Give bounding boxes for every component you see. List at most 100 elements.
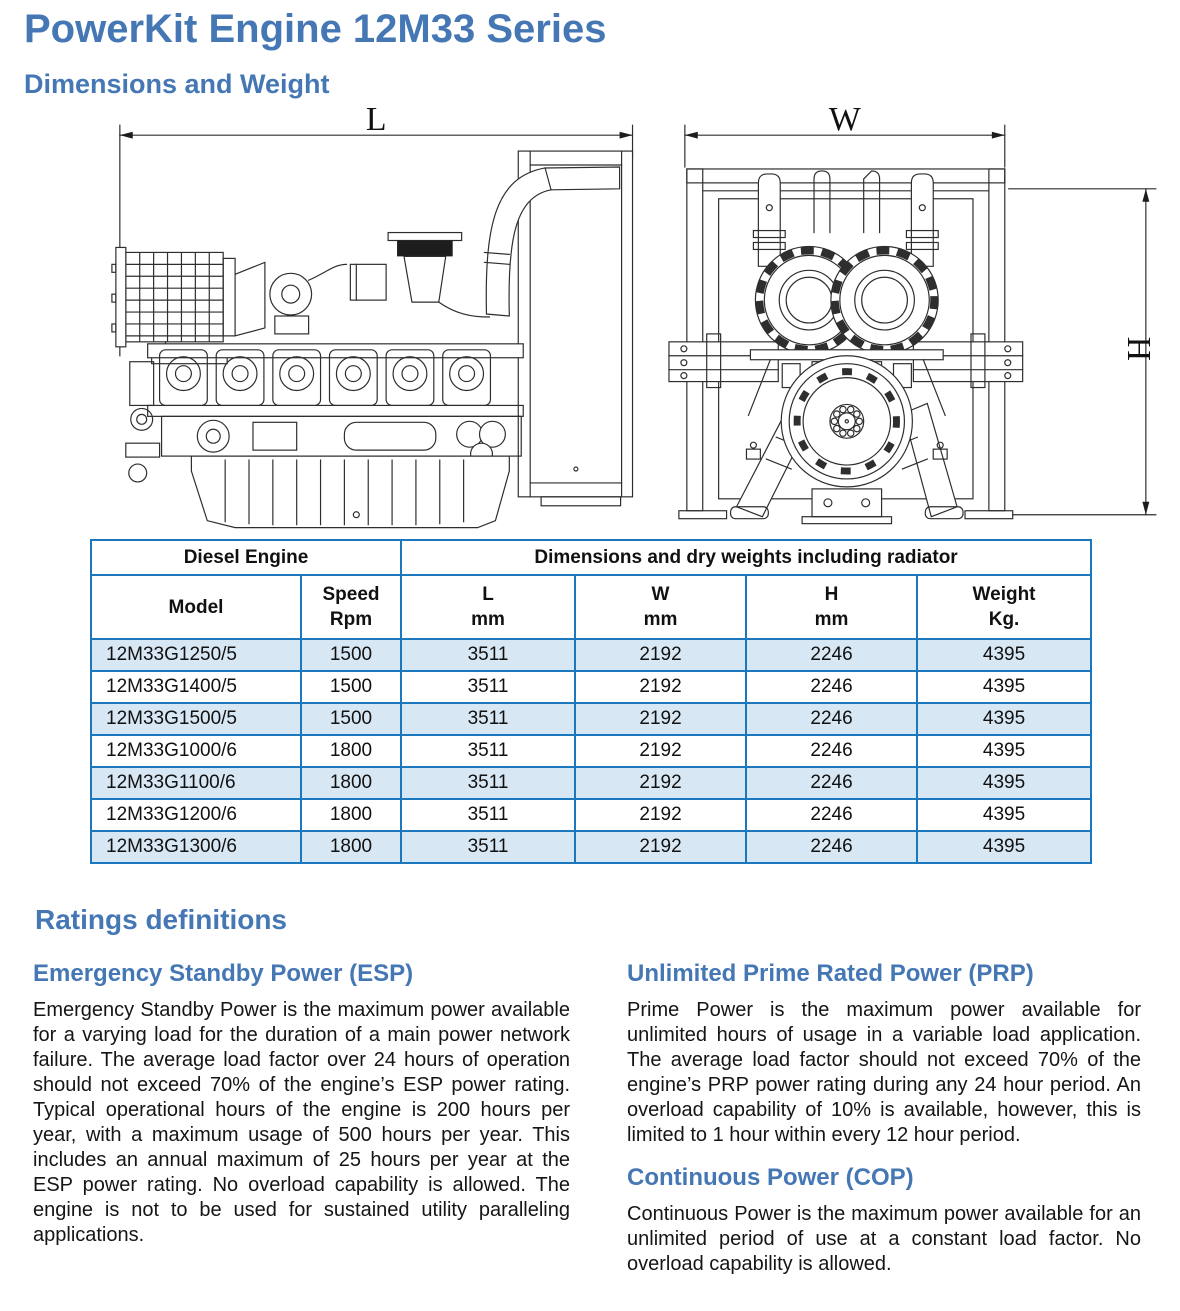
mounting-rails xyxy=(668,333,1024,389)
col-unit: mm xyxy=(814,609,849,630)
col-title: W xyxy=(651,584,670,605)
table-group-header-row: Diesel Engine Dimensions and dry weights… xyxy=(89,539,1093,576)
height-cell: 2246 xyxy=(745,798,919,832)
front-accessories xyxy=(125,361,161,483)
exhaust-outlet xyxy=(349,231,491,318)
col-title: Model xyxy=(168,596,224,618)
prp-heading: Unlimited Prime Rated Power (PRP) xyxy=(627,960,1034,987)
speed-cell: 1500 xyxy=(299,702,403,736)
table-row: 12M33G1200/6 1800 3511 2192 2246 4395 xyxy=(90,798,1093,832)
height-cell: 2246 xyxy=(745,702,919,736)
model-cell: 12M33G1300/6 xyxy=(90,830,302,864)
cop-body: Continuous Power is the maximum power av… xyxy=(627,1203,1141,1275)
col-header-model: Model xyxy=(90,574,302,640)
prp-body: Prime Power is the maximum power availab… xyxy=(627,999,1141,1146)
ratings-definitions-heading: Ratings definitions xyxy=(35,904,287,935)
col-title: Speed xyxy=(322,584,380,605)
exhaust-risers xyxy=(753,170,940,267)
speed-cell: 1500 xyxy=(299,638,403,672)
dimension-label-height: H xyxy=(1120,337,1157,361)
col-unit: Rpm xyxy=(329,609,373,630)
height-dimension xyxy=(1008,188,1157,516)
height-cell: 2246 xyxy=(745,734,919,768)
ratings-definitions: Emergency Standby Power (ESP) Emergency … xyxy=(33,950,1180,1277)
ratings-column-left: Emergency Standby Power (ESP) Emergency … xyxy=(33,950,570,1277)
air-cleaner-drums xyxy=(755,245,940,355)
dimensions-weight-table: Diesel Engine Dimensions and dry weights… xyxy=(89,539,1093,864)
width-cell: 2192 xyxy=(574,766,748,800)
ratings-column-right: Unlimited Prime Rated Power (PRP) Prime … xyxy=(627,950,1141,1277)
speed-cell: 1800 xyxy=(299,766,403,800)
height-cell: 2246 xyxy=(745,830,919,864)
height-cell: 2246 xyxy=(745,638,919,672)
cop-heading: Continuous Power (COP) xyxy=(627,1164,914,1191)
weight-cell: 4395 xyxy=(916,830,1093,864)
length-cell: 3511 xyxy=(400,798,577,832)
dimension-label-length: L xyxy=(366,104,387,138)
table-row: 12M33G1500/5 1500 3511 2192 2246 4395 xyxy=(90,702,1093,736)
length-cell: 3511 xyxy=(400,830,577,864)
model-cell: 12M33G1000/6 xyxy=(90,734,302,768)
speed-cell: 1500 xyxy=(299,670,403,704)
esp-body: Emergency Standby Power is the maximum p… xyxy=(33,999,570,1246)
height-cell: 2246 xyxy=(745,670,919,704)
length-cell: 3511 xyxy=(400,766,577,800)
table-row: 12M33G1100/6 1800 3511 2192 2246 4395 xyxy=(90,766,1093,800)
length-cell: 3511 xyxy=(400,638,577,672)
table-row: 12M33G1300/6 1800 3511 2192 2246 4395 xyxy=(90,830,1093,864)
col-title: H xyxy=(824,584,839,605)
engine-drawings: L xyxy=(96,104,1180,531)
section-title-dimensions: Dimensions and Weight xyxy=(24,69,330,99)
page-title: PowerKit Engine 12M33 Series xyxy=(24,7,607,51)
table-row: 12M33G1400/5 1500 3511 2192 2246 4395 xyxy=(90,670,1093,704)
air-filter xyxy=(111,246,236,365)
weight-cell: 4395 xyxy=(916,798,1093,832)
length-cell: 3511 xyxy=(400,734,577,768)
width-cell: 2192 xyxy=(574,734,748,768)
mounting-frame xyxy=(678,168,1014,520)
model-cell: 12M33G1200/6 xyxy=(90,798,302,832)
esp-heading: Emergency Standby Power (ESP) xyxy=(33,960,414,987)
turbo-duct xyxy=(234,261,347,337)
length-cell: 3511 xyxy=(400,670,577,704)
radiator xyxy=(517,150,634,507)
weight-cell: 4395 xyxy=(916,670,1093,704)
oil-pan xyxy=(190,455,510,529)
speed-cell: 1800 xyxy=(299,734,403,768)
model-cell: 12M33G1500/5 xyxy=(90,702,302,736)
col-title: L xyxy=(482,584,494,605)
group-header-diesel-engine: Diesel Engine xyxy=(89,539,403,576)
dimension-label-width: W xyxy=(829,104,861,138)
speed-cell: 1800 xyxy=(299,830,403,864)
width-dimension xyxy=(684,124,1006,168)
model-cell: 12M33G1250/5 xyxy=(90,638,302,672)
model-cell: 12M33G1400/5 xyxy=(90,670,302,704)
height-cell: 2246 xyxy=(745,766,919,800)
bottom-bracket xyxy=(801,488,893,525)
width-cell: 2192 xyxy=(574,830,748,864)
length-cell: 3511 xyxy=(400,702,577,736)
table-row: 12M33G1000/6 1800 3511 2192 2246 4395 xyxy=(90,734,1093,768)
intake-pipe xyxy=(483,166,621,317)
engine-side-view-drawing: L xyxy=(111,104,634,529)
engine-front-view-drawing: W H xyxy=(668,104,1157,525)
col-unit: mm xyxy=(471,609,505,630)
col-unit: mm xyxy=(643,609,678,630)
weight-cell: 4395 xyxy=(916,734,1093,768)
col-title: Weight xyxy=(972,584,1036,605)
table-row: 12M33G1250/5 1500 3511 2192 2246 4395 xyxy=(90,638,1093,672)
weight-cell: 4395 xyxy=(916,638,1093,672)
weight-cell: 4395 xyxy=(916,702,1093,736)
cylinder-bank xyxy=(147,343,524,417)
model-cell: 12M33G1100/6 xyxy=(90,766,302,800)
speed-cell: 1800 xyxy=(299,798,403,832)
width-cell: 2192 xyxy=(574,638,748,672)
width-cell: 2192 xyxy=(574,798,748,832)
width-cell: 2192 xyxy=(574,670,748,704)
